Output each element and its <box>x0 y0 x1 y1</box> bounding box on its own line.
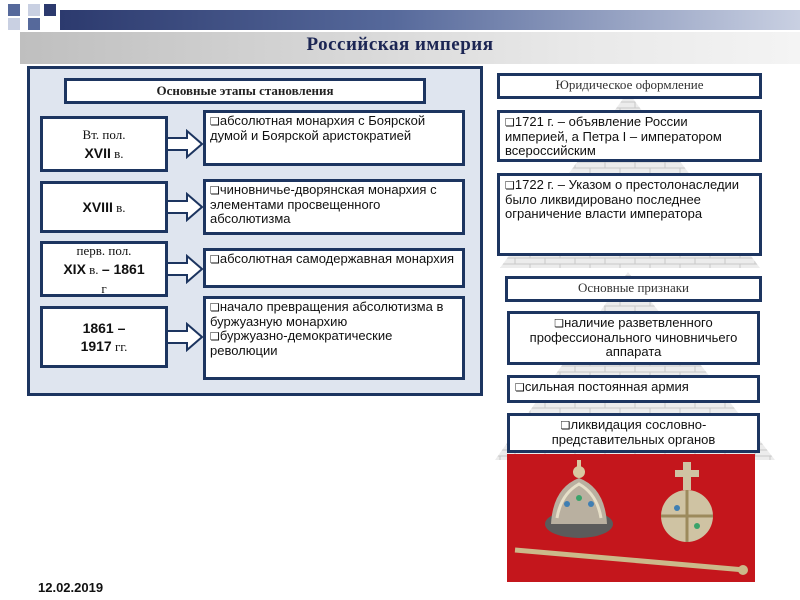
legal-item-text: 1721 г. – объявление России империей, а … <box>505 114 722 158</box>
period-box: Вт. пол. XVII в. <box>40 116 168 172</box>
stage-description: ❏чиновничье-дворянская монархия с элемен… <box>203 179 465 235</box>
period-box: 1861 –1917 гг. <box>40 306 168 368</box>
period-text: XVIII <box>82 198 113 215</box>
period-text: перв. пол. <box>76 242 132 258</box>
stage-description: ❏абсолютная самодержавная монархия <box>203 248 465 288</box>
feature-item-text: сильная постоянная армия <box>524 379 689 394</box>
checkbox-bullet-icon: ❏ <box>210 301 220 314</box>
period-text: – 1861 <box>101 260 145 277</box>
right-arrow-icon <box>167 129 203 159</box>
title-grey-band <box>20 32 800 64</box>
feature-item-text: наличие разветвленного профессионального… <box>529 315 738 359</box>
legal-header: Юридическое оформление <box>497 73 762 99</box>
checkbox-bullet-icon: ❏ <box>554 317 565 330</box>
period-text: гг. <box>111 338 128 354</box>
page-title: Российская империя <box>306 34 494 55</box>
decor-square <box>28 4 40 16</box>
decor-square <box>44 4 56 16</box>
period-text: XVII <box>84 145 111 161</box>
period-text: Вт. пол. <box>82 127 126 142</box>
period-text: г <box>101 280 107 296</box>
checkbox-bullet-icon: ❏ <box>210 184 220 197</box>
period-text: в. <box>112 199 126 215</box>
stage-description: ❏начало превращения абсолютизма в буржуа… <box>203 296 465 380</box>
period-box: перв. пол. XIX в. – 1861 г <box>40 241 168 297</box>
period-text: в. <box>85 261 102 277</box>
title-bar: Российская империя <box>0 0 800 66</box>
legal-item-text: 1722 г. – Указом о престолонаследии было… <box>505 177 740 221</box>
slide-date: 12.02.2019 <box>38 580 104 595</box>
scepter-icon <box>514 547 748 575</box>
legal-item: ❏1721 г. – объявление России империей, а… <box>497 110 762 162</box>
stage-description-text: абсолютная монархия с Боярской думой и Б… <box>210 113 426 143</box>
stage-description-text: буржуазно-демократические революции <box>210 328 393 358</box>
period-text: 1861 – <box>82 319 126 336</box>
period-text: 1917 <box>80 337 112 354</box>
stage-description-text: чиновничье-дворянская монархия с элемент… <box>210 182 437 226</box>
period-text: XIX <box>63 260 86 277</box>
checkbox-bullet-icon: ❏ <box>560 419 571 432</box>
checkbox-bullet-icon: ❏ <box>515 381 525 394</box>
title-gradient-band <box>60 10 800 30</box>
checkbox-bullet-icon: ❏ <box>210 115 220 128</box>
right-arrow-icon <box>167 322 203 352</box>
orb-icon <box>661 462 713 542</box>
stage-description-text: начало превращения абсолютизма в буржуаз… <box>210 299 444 329</box>
checkbox-bullet-icon: ❏ <box>505 179 515 192</box>
period-text: в. <box>110 146 124 161</box>
checkbox-bullet-icon: ❏ <box>210 253 220 266</box>
stage-description-text: абсолютная самодержавная монархия <box>219 251 455 266</box>
decor-square <box>28 18 40 30</box>
features-header: Основные признаки <box>505 276 762 302</box>
right-arrow-icon <box>167 254 203 284</box>
stages-header: Основные этапы становления <box>64 78 426 104</box>
period-box: XVIII в. <box>40 181 168 233</box>
regalia-photo <box>507 454 755 582</box>
decor-square <box>8 4 20 16</box>
feature-item: ❏ликвидация сословно-представительных ор… <box>507 413 760 453</box>
checkbox-bullet-icon: ❏ <box>210 330 220 343</box>
right-arrow-icon <box>167 192 203 222</box>
feature-item-text: ликвидация сословно-представительных орг… <box>551 417 716 447</box>
checkbox-bullet-icon: ❏ <box>505 116 515 129</box>
feature-item: ❏сильная постоянная армия <box>507 375 760 403</box>
feature-item: ❏наличие разветвленного профессиональног… <box>507 311 760 365</box>
stage-description: ❏абсолютная монархия с Боярской думой и … <box>203 110 465 166</box>
crown-icon <box>545 460 613 538</box>
legal-item: ❏1722 г. – Указом о престолонаследии был… <box>497 173 762 256</box>
decor-square <box>8 18 20 30</box>
